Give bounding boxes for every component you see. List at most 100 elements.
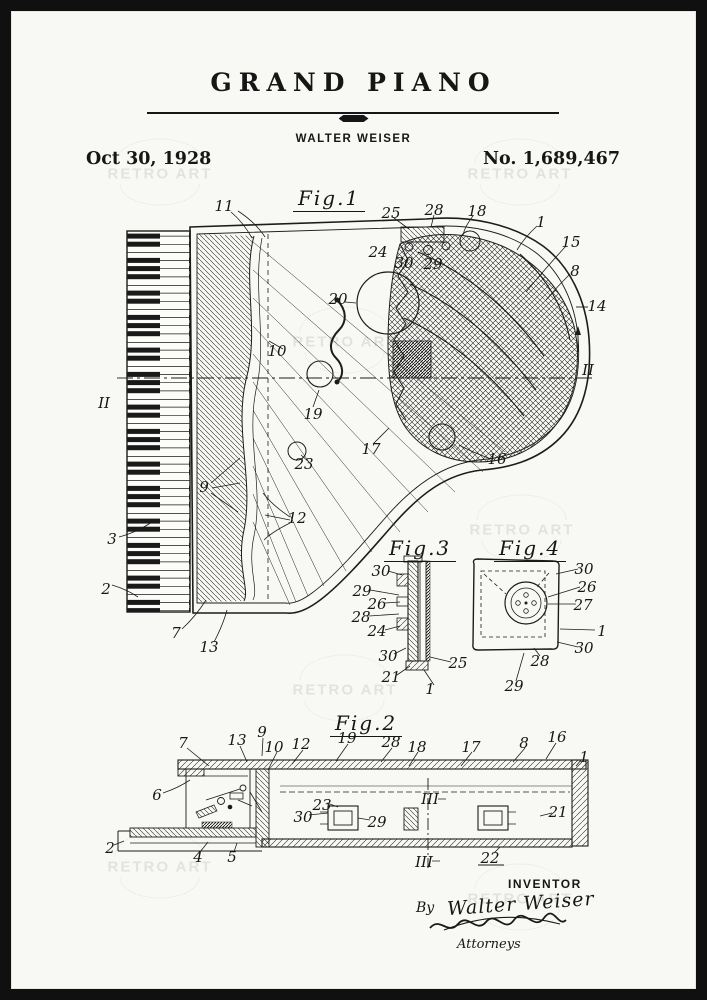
callout-fig2-12: 12: [291, 735, 311, 753]
fig3-label: Fig.3: [384, 536, 457, 562]
patent-date: Oct 30, 1928: [86, 149, 212, 169]
callout-fig2-23: 23: [312, 796, 332, 814]
callout-fig4-1: 1: [597, 622, 607, 640]
callout-fig1-20: 20: [328, 290, 348, 308]
callout-fig2-28: 28: [381, 733, 401, 751]
callout-fig1-15: 15: [561, 233, 581, 251]
callout-fig2-5: 5: [227, 848, 237, 866]
callout-fig3-21: 21: [381, 668, 401, 686]
plate-dark-block: [392, 340, 432, 379]
callout-fig1-1: 1: [536, 213, 546, 231]
top-action-detail: [400, 226, 451, 255]
plate-ribs: [403, 251, 571, 417]
callout-fig4-28: 28: [530, 652, 550, 670]
callout-fig1-13: 13: [199, 638, 219, 656]
callout-fig2-4: 4: [193, 848, 203, 866]
fig3-leaders: [368, 570, 452, 686]
inventor-name-header: WALTER WEISER: [295, 133, 412, 145]
callout-fig2-17: 17: [461, 738, 481, 756]
attorney-signature: [429, 912, 567, 931]
callout-fig1-23: 23: [294, 455, 314, 473]
attorneys-label: Attorneys: [457, 937, 521, 952]
fig2-section-view: [113, 737, 589, 868]
callout-fig1-19: 19: [303, 405, 323, 423]
pinblock: [197, 234, 254, 602]
soundboard-hole-large: [356, 271, 420, 335]
plate-hole: [428, 423, 456, 451]
clamp-right: [477, 805, 516, 831]
patent-title: GRAND PIANO: [210, 68, 497, 97]
rim-corner-hole: [459, 230, 481, 252]
callout-fig1-8: 8: [570, 262, 580, 280]
callout-fig1-18: 18: [467, 202, 487, 220]
fig1-label: Fig.1: [293, 186, 366, 212]
callout-fig3-29: 29: [352, 582, 372, 600]
callout-fig1-II: II: [582, 361, 594, 379]
inventor-label: INVENTOR: [508, 877, 582, 891]
callout-fig3-1: 1: [425, 680, 435, 698]
keyboard: [126, 230, 191, 613]
callout-fig2-29: 29: [367, 813, 387, 831]
strings: [252, 241, 506, 606]
callout-fig1-14: 14: [587, 297, 607, 315]
header-rule-diamond: [338, 115, 369, 122]
callout-fig3-25: 25: [448, 654, 468, 672]
fig1-leaders: [111, 210, 571, 643]
callout-fig1-25: 25: [381, 204, 401, 222]
callout-fig1-II: II: [98, 394, 110, 412]
callout-fig2-16: 16: [547, 728, 567, 746]
callout-fig1-12: 12: [287, 509, 307, 527]
callout-fig2-30: 30: [293, 808, 313, 826]
fig2-leaders: [113, 737, 582, 862]
callout-fig4-29: 29: [504, 677, 524, 695]
fig2-label: Fig.2: [330, 711, 403, 737]
callout-fig1-3: 3: [107, 530, 117, 548]
case-rim-outer: [189, 217, 591, 615]
callout-fig1-29: 29: [423, 255, 443, 273]
patent-number: No. 1,689,467: [483, 149, 620, 169]
callout-fig2-1: 1: [579, 748, 589, 766]
callout-fig2-22: 22: [480, 849, 500, 867]
header-rule: [147, 112, 559, 114]
keyboard-action-section: [117, 769, 263, 852]
callout-fig2-19: 19: [337, 729, 357, 747]
callout-fig2-21: 21: [548, 803, 568, 821]
callout-fig2-10: 10: [264, 738, 284, 756]
callout-fig2-8: 8: [519, 734, 529, 752]
right-cap: [571, 759, 589, 847]
callout-fig4-30: 30: [574, 639, 594, 657]
callout-fig2-9: 9: [257, 723, 267, 741]
callout-fig3-28: 28: [351, 608, 371, 626]
callout-fig1-24: 24: [368, 243, 388, 261]
callout-fig3-30: 30: [371, 562, 391, 580]
callout-fig2-7: 7: [178, 734, 188, 752]
fig4-detail: [472, 558, 596, 682]
fig4-leaders: [515, 568, 596, 682]
callout-fig4-26: 26: [577, 578, 597, 596]
callout-fig3-26: 26: [367, 595, 387, 613]
callout-fig1-2: 2: [101, 580, 111, 598]
callout-fig1-16: 16: [487, 450, 507, 468]
callout-fig1-7: 7: [171, 624, 181, 642]
soundboard-hole-medium: [306, 360, 334, 388]
fig1-plan-view: [111, 210, 594, 643]
f-hole: [330, 299, 346, 383]
callout-fig2-III: III: [421, 790, 439, 808]
callout-fig2-III: III: [415, 853, 433, 871]
callout-fig2-18: 18: [407, 738, 427, 756]
callout-fig4-27: 27: [573, 596, 593, 614]
callout-fig1-9: 9: [199, 478, 209, 496]
soundboard-hole-small: [287, 441, 307, 461]
by-label: By: [416, 900, 435, 916]
callout-fig1-10: 10: [267, 342, 287, 360]
callout-fig1-28: 28: [424, 201, 444, 219]
callout-fig1-17: 17: [361, 440, 381, 458]
callout-fig2-6: 6: [152, 786, 162, 804]
callout-fig2-2: 2: [105, 839, 115, 857]
callout-fig3-30: 30: [378, 647, 398, 665]
cross-rim: [255, 768, 270, 848]
